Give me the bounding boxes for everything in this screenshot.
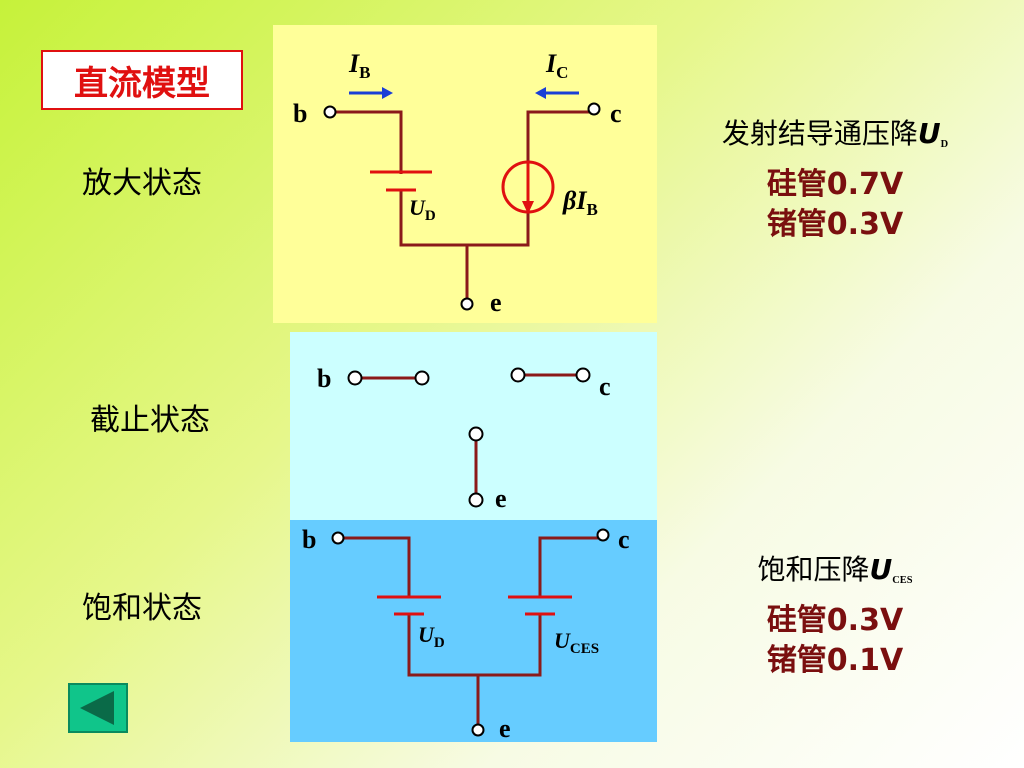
label-c: c: [610, 99, 622, 128]
state-label-saturation: 饱和状态: [82, 591, 202, 626]
back-button[interactable]: [68, 683, 128, 733]
ib-arrow-icon: [382, 87, 393, 99]
terminal-c: [587, 102, 601, 116]
saturation-note: 饱和压降UCES 硅管0.3V 锗管0.1V: [660, 550, 1010, 681]
terminal-e: [468, 492, 484, 508]
terminal-e: [471, 723, 485, 737]
label-c: c: [618, 525, 630, 554]
saturation-model-diagram: b c e UD UCES: [290, 520, 657, 742]
beta-ib-label: βIB: [562, 186, 598, 219]
active-note-germanium: 锗管0.3V: [766, 207, 904, 243]
terminal-c: [575, 367, 591, 383]
back-triangle-icon: [80, 691, 114, 725]
label-e: e: [490, 288, 502, 317]
ic-arrow-icon: [535, 87, 546, 99]
slide-title: 直流模型: [41, 50, 243, 110]
active-model-diagram: IB IC b c e UD βIB: [273, 25, 657, 323]
cutoff-panel-bg: [290, 332, 657, 520]
terminal-b: [347, 370, 363, 386]
terminal-c: [596, 528, 610, 542]
terminal-b: [331, 531, 345, 545]
active-note: 发射结导通压降UD 硅管0.7V 锗管0.3V: [660, 114, 1010, 245]
label-b: b: [317, 364, 331, 393]
saturation-note-silicon: 硅管0.3V: [766, 603, 904, 639]
active-note-heading: 发射结导通压降UD: [721, 117, 949, 151]
label-b: b: [293, 99, 307, 128]
saturation-note-heading: 饱和压降UCES: [757, 553, 913, 587]
ic-label: IC: [545, 49, 568, 82]
uces-label: UCES: [554, 628, 599, 657]
ud-label: UD: [409, 195, 436, 224]
cutoff-model-diagram: b c e: [290, 332, 657, 520]
label-e: e: [495, 484, 507, 513]
ud-label: UD: [418, 622, 445, 651]
label-e: e: [499, 714, 511, 742]
label-b: b: [302, 525, 316, 554]
terminal-b: [323, 105, 337, 119]
state-label-active: 放大状态: [82, 166, 202, 201]
terminal-e: [460, 297, 474, 311]
ib-label: IB: [348, 49, 370, 82]
active-panel-bg: [273, 25, 657, 323]
active-note-silicon: 硅管0.7V: [766, 167, 904, 203]
saturation-wires: [344, 536, 598, 725]
active-wires: [336, 110, 593, 302]
saturation-note-germanium: 锗管0.1V: [766, 643, 904, 679]
saturation-panel-bg: [290, 520, 657, 742]
state-label-cutoff: 截止状态: [90, 403, 210, 438]
current-source-arrow-icon: [522, 201, 534, 214]
label-c: c: [599, 372, 611, 401]
